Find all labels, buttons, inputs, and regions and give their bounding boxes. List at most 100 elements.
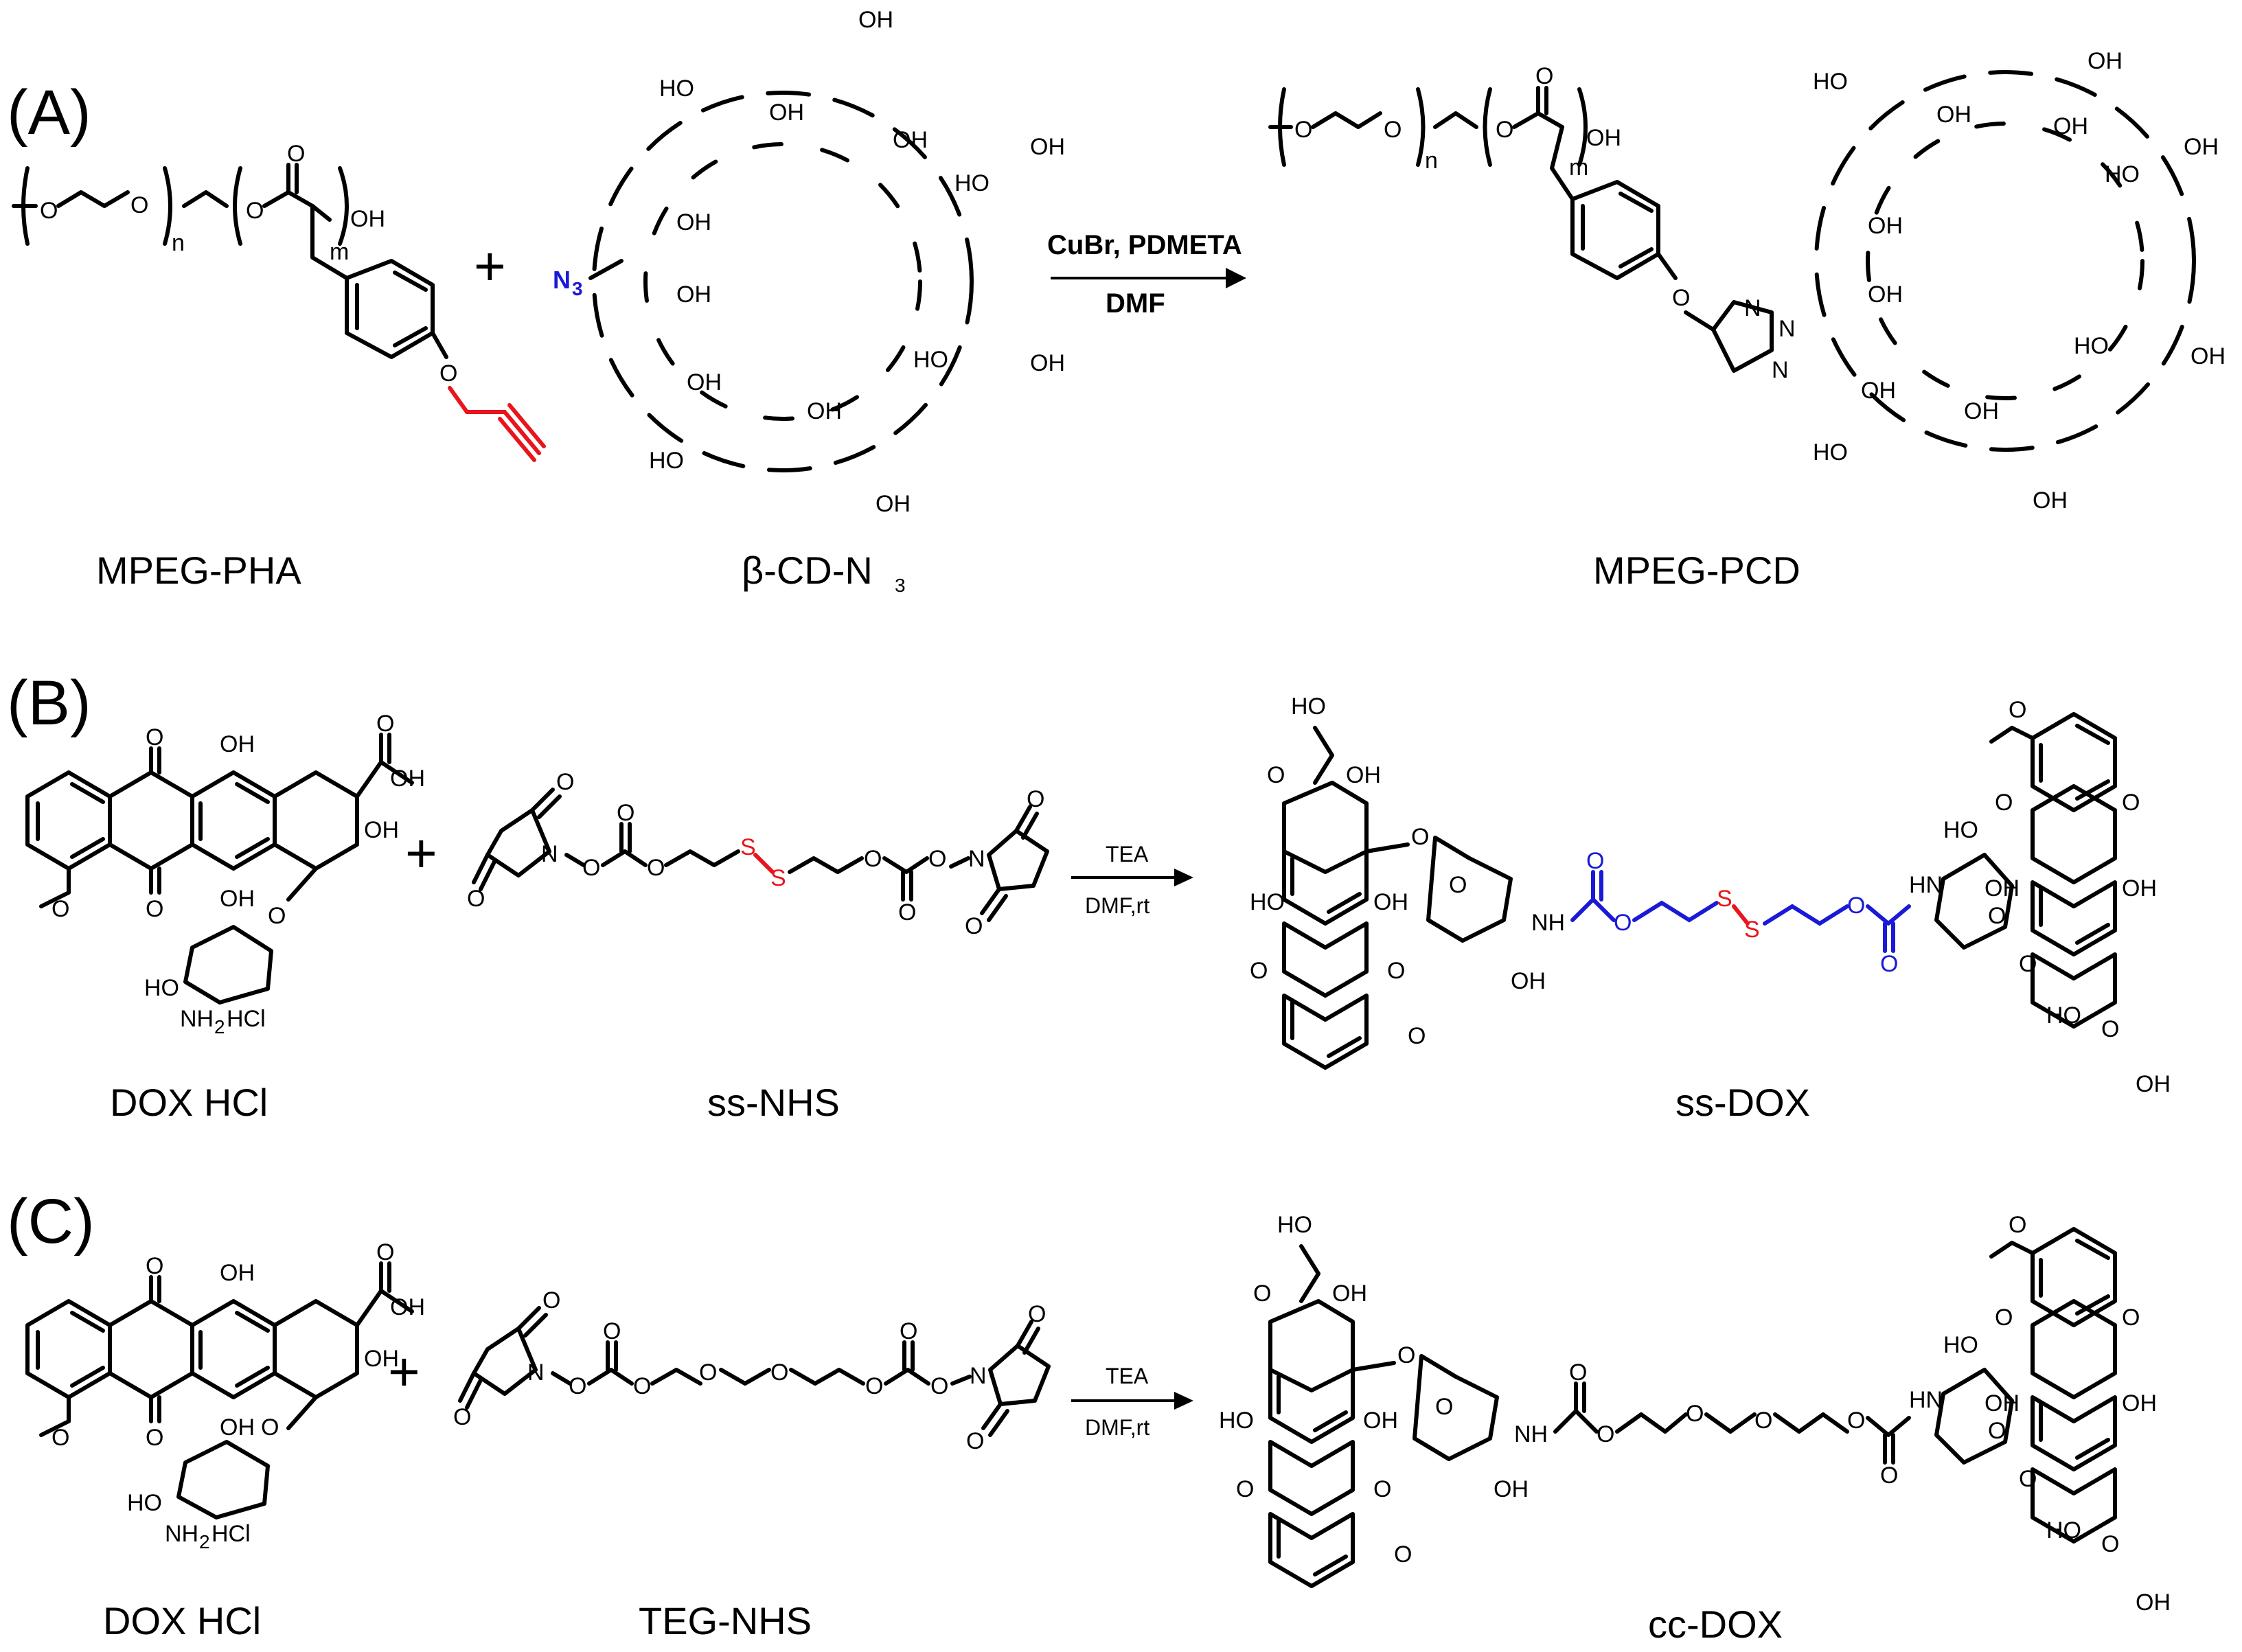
svg-text:O: O [1373,1476,1391,1502]
plus-sign-a: + [474,236,506,297]
compound-label-ss-nhs: ss-NHS [707,1081,840,1124]
svg-text:NH: NH [165,1521,198,1547]
svg-text:OH: OH [390,1294,425,1320]
compound-label-teg-nhs: TEG-NHS [639,1599,812,1642]
svg-text:O: O [582,855,600,881]
svg-text:OH: OH [390,766,425,792]
svg-text:OH: OH [1346,762,1381,788]
svg-text:S: S [740,834,756,860]
svg-text:O: O [1880,951,1898,977]
svg-text:O: O [1614,910,1632,936]
svg-text:OH: OH [1936,102,1971,128]
svg-text:O: O [1535,63,1553,89]
svg-text:OH: OH [1984,1390,2020,1416]
svg-text:HCl: HCl [211,1521,251,1547]
svg-text:OH: OH [2190,343,2226,369]
svg-text:HO: HO [127,1490,162,1516]
svg-text:O: O [1754,1408,1772,1434]
svg-text:O: O [130,192,148,218]
svg-text:3: 3 [572,278,583,299]
svg-text:OH: OH [220,886,255,912]
svg-text:O: O [146,896,163,922]
svg-text:OH: OH [1964,398,1999,424]
svg-text:HO: HO [913,347,948,373]
svg-text:O: O [1408,1023,1426,1049]
svg-text:O: O [439,360,457,387]
panel-label-a: (A) [7,78,91,148]
ss-nhs-structure: O O N O O O S S O O O N O O [467,769,1049,939]
svg-text:O: O [1847,1408,1865,1434]
svg-text:O: O [1267,762,1285,788]
svg-text:S: S [1717,886,1732,912]
mpeg-pcd-structure: O O n O O m OH O N N N OH HO OH OH OH HO… [1268,48,2226,514]
svg-text:OH: OH [1868,282,1903,308]
svg-text:O: O [261,1414,279,1441]
svg-text:O: O [965,913,983,939]
svg-text:OH: OH [1511,968,1546,994]
svg-text:O: O [52,1425,69,1451]
svg-text:O: O [603,1318,621,1344]
svg-text:O: O [1686,1401,1704,1427]
svg-text:O: O [633,1373,651,1399]
svg-text:S: S [1744,917,1760,943]
svg-text:N: N [541,841,558,867]
svg-text:O: O [1397,1342,1415,1368]
svg-text:O: O [930,1373,948,1399]
svg-text:O: O [146,1253,163,1279]
svg-text:OH: OH [1030,134,1065,160]
svg-text:O: O [287,141,305,167]
svg-text:OH: OH [769,100,804,126]
svg-text:O: O [1028,1301,1046,1327]
svg-text:O: O [1394,1541,1412,1568]
svg-text:OH: OH [350,206,385,232]
svg-text:O: O [1384,117,1402,143]
svg-text:O: O [966,1428,984,1454]
plus-sign-c: + [388,1341,420,1402]
compound-label-mpeg-pcd: MPEG-PCD [1593,549,1800,592]
svg-text:O: O [865,1373,883,1399]
svg-text:OH: OH [1861,378,1896,404]
svg-text:OH: OH [893,127,928,153]
conditions-c-above: TEA [1106,1364,1149,1388]
teg-nhs-structure: O O N O O O O O O O O N O O [453,1287,1051,1454]
reaction-arrow-a [1051,268,1246,288]
compound-label-ss-dox: ss-DOX [1675,1081,1810,1124]
svg-text:O: O [2122,790,2140,816]
svg-text:OH: OH [807,398,842,424]
svg-text:OH: OH [2136,1590,2171,1616]
svg-text:O: O [1672,285,1690,311]
svg-text:O: O [1387,958,1405,984]
svg-text:N: N [527,1360,545,1386]
svg-text:O: O [1988,903,2006,929]
svg-text:OH: OH [676,282,711,308]
svg-text:NH: NH [1531,910,1565,936]
svg-text:OH: OH [2122,875,2157,902]
dox-hcl-structure-c: O O OH OH O OH OH O O HO NH 2 HCl [25,1239,425,1552]
svg-text:n: n [172,230,185,256]
beta-cd-n3-label: β-CD-N 3 [742,549,906,596]
beta-cd-n3-structure: OH HO OH OH OH HO OH OH HO OH OH OH HO O… [553,7,1065,517]
svg-text:N: N [968,846,985,872]
panel-label-c: (C) [7,1186,95,1257]
svg-text:OH: OH [1363,1408,1398,1434]
svg-text:O: O [2122,1305,2140,1331]
svg-text:2: 2 [199,1531,210,1552]
svg-text:O: O [146,1425,163,1451]
svg-text:O: O [1597,1421,1614,1447]
svg-text:O: O [898,899,916,926]
svg-text:n: n [1425,148,1438,174]
svg-text:m: m [1569,154,1588,181]
svg-text:O: O [569,1373,586,1399]
compound-label-mpeg-pha: MPEG-PHA [96,549,301,592]
azide-group: N [553,266,571,294]
svg-text:HO: HO [1813,69,1848,95]
svg-text:N: N [1744,295,1761,321]
svg-text:HO: HO [1943,817,1978,843]
svg-text:O: O [2009,1212,2026,1238]
svg-text:O: O [1253,1281,1271,1307]
svg-text:HO: HO [2105,161,2140,187]
svg-text:O: O [376,1239,394,1265]
conditions-c-below: DMF,rt [1085,1415,1149,1440]
svg-text:O: O [556,769,574,795]
